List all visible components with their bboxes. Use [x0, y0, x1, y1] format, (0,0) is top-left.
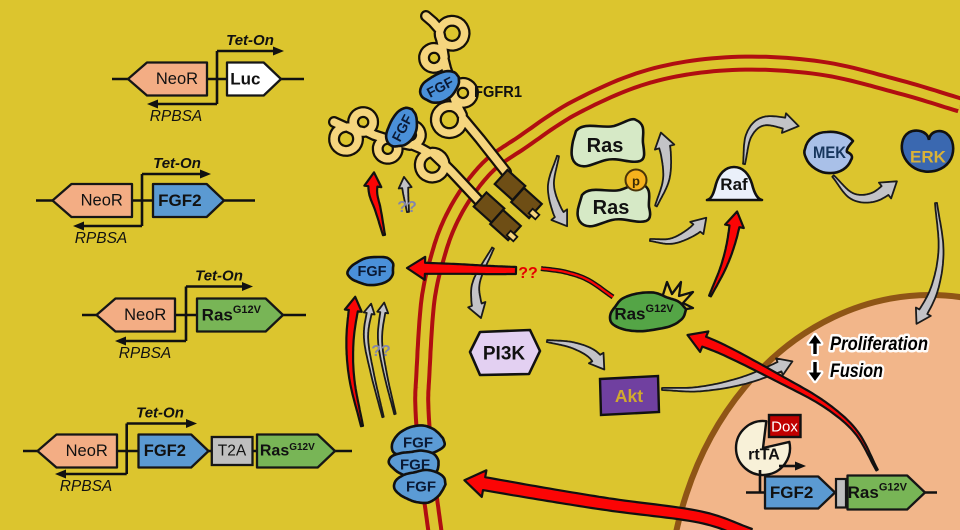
svg-text:??: ??: [397, 199, 417, 216]
svg-text:FGF2: FGF2: [770, 483, 813, 502]
svg-text:RPBSA: RPBSA: [150, 108, 203, 125]
svg-text:RPBSA: RPBSA: [119, 345, 172, 362]
svg-text:rtTA: rtTA: [748, 447, 780, 464]
svg-text:Proliferation: Proliferation: [830, 334, 928, 355]
svg-text:RPBSA: RPBSA: [60, 478, 113, 495]
svg-text:FGF: FGF: [406, 479, 436, 496]
svg-text:Tet-On: Tet-On: [153, 155, 201, 172]
svg-text:Ras: Ras: [587, 135, 624, 157]
svg-text:Luc: Luc: [230, 70, 260, 89]
svg-text:??: ??: [518, 265, 538, 282]
svg-text:NeoR: NeoR: [81, 192, 123, 210]
svg-text:MEK: MEK: [813, 144, 846, 162]
svg-text:Tet-On: Tet-On: [136, 405, 184, 422]
svg-text:FGF2: FGF2: [144, 442, 186, 460]
svg-text:Ras: Ras: [593, 197, 630, 219]
svg-text:Akt: Akt: [615, 386, 643, 406]
svg-text:FGF: FGF: [403, 435, 433, 452]
svg-text:ERK: ERK: [910, 148, 947, 167]
svg-text:p: p: [632, 174, 640, 189]
svg-text:FGFR1: FGFR1: [474, 84, 522, 101]
svg-text:T2A: T2A: [218, 443, 247, 460]
svg-text:FGF2: FGF2: [158, 191, 201, 210]
svg-text:Proliferation: Proliferation: [830, 334, 928, 355]
svg-text:Dox: Dox: [771, 419, 798, 436]
svg-text:Fusion: Fusion: [830, 361, 883, 382]
svg-text:RPBSA: RPBSA: [75, 230, 128, 247]
svg-text:PI3K: PI3K: [483, 344, 526, 365]
svg-text:Raf: Raf: [720, 175, 748, 194]
svg-text:Fusion: Fusion: [830, 361, 883, 382]
svg-text:Tet-On: Tet-On: [195, 268, 243, 285]
svg-text:NeoR: NeoR: [66, 442, 108, 460]
svg-text:NeoR: NeoR: [156, 70, 198, 88]
svg-text:??: ??: [371, 343, 391, 360]
svg-text:NeoR: NeoR: [124, 306, 166, 324]
svg-text:FGF: FGF: [358, 264, 387, 280]
svg-text:Tet-On: Tet-On: [226, 32, 274, 49]
